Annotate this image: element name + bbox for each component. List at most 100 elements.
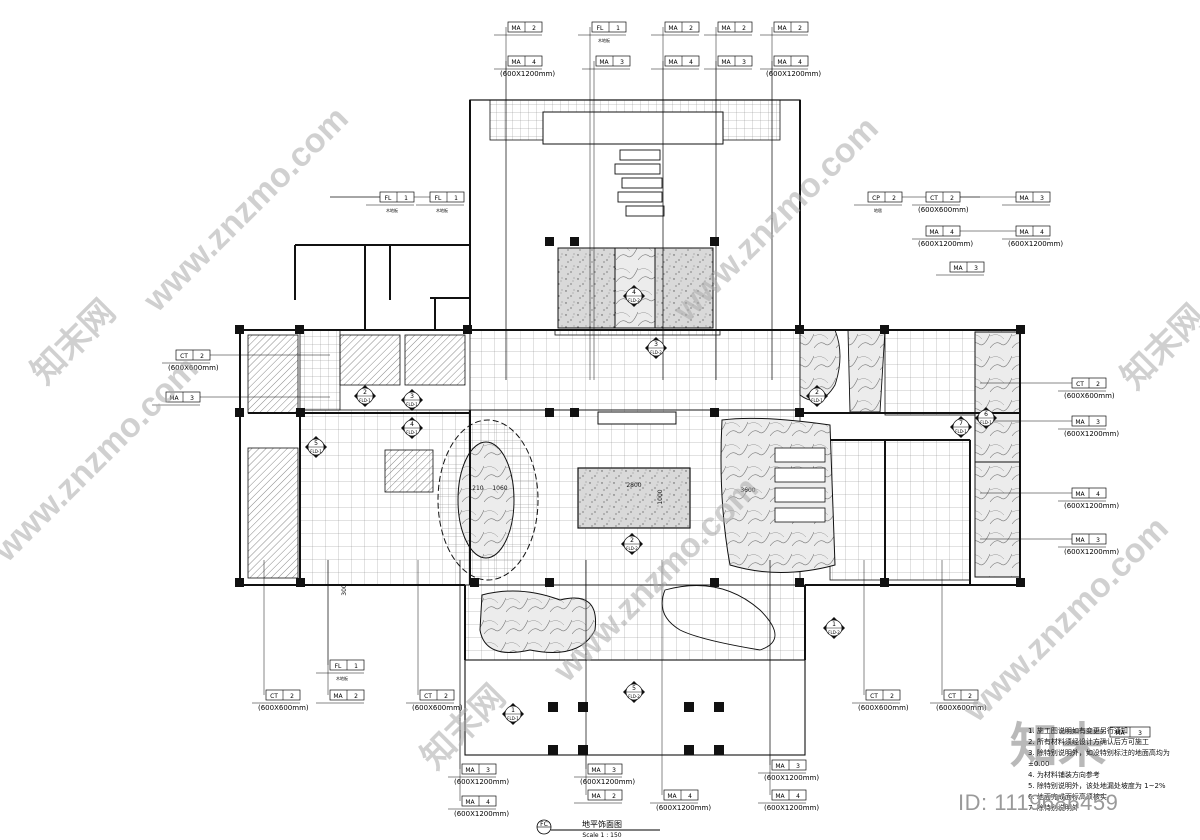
tag-code: MA bbox=[599, 59, 609, 66]
marker-number: 5 bbox=[632, 685, 636, 692]
structural-column bbox=[1016, 578, 1025, 587]
tag-number: 1 bbox=[404, 195, 408, 202]
tag-sub: 地毯 bbox=[874, 207, 882, 213]
tag-code: MA bbox=[668, 59, 678, 66]
structural-column bbox=[795, 578, 804, 587]
tag-size: (600X1200mm) bbox=[1008, 240, 1063, 248]
tag-code: FL bbox=[335, 663, 342, 670]
note-tag: MA 3 bbox=[1109, 726, 1151, 738]
stair-step bbox=[625, 205, 665, 217]
curved-panel bbox=[799, 329, 841, 402]
structural-column bbox=[463, 325, 472, 334]
central-table bbox=[577, 467, 691, 529]
marker-number: 3 bbox=[654, 341, 658, 348]
hatched-area bbox=[247, 447, 299, 579]
stair-step bbox=[619, 149, 661, 161]
dimension-label: 3600 bbox=[740, 487, 755, 494]
dimension-label: 300 bbox=[341, 584, 348, 596]
tag-size: (600X1200mm) bbox=[918, 240, 973, 248]
feature-panel bbox=[557, 247, 617, 329]
tag-number: 2 bbox=[354, 693, 358, 700]
entrance-porch bbox=[464, 659, 806, 756]
tag-size: (600X600mm) bbox=[1064, 392, 1115, 400]
tag-size: (600X1200mm) bbox=[1064, 502, 1119, 510]
structural-column bbox=[296, 578, 305, 587]
tag-number: 2 bbox=[689, 25, 693, 32]
tag-number: 4 bbox=[486, 799, 490, 806]
display-shelf bbox=[774, 487, 826, 503]
column bbox=[684, 702, 694, 712]
column bbox=[684, 745, 694, 755]
tag-size: (600X600mm) bbox=[412, 704, 463, 712]
note-line: 6. 地面完成面标高须核实 bbox=[1028, 793, 1107, 801]
tag-number: 3 bbox=[1040, 195, 1044, 202]
tag-size: (600X600mm) bbox=[918, 206, 969, 214]
marble-wall bbox=[974, 461, 1021, 578]
note-line: ±0.00 bbox=[1028, 760, 1050, 768]
tag-number: 3 bbox=[620, 59, 624, 66]
marker-ref: FLD-1 bbox=[406, 402, 418, 407]
title-text: 地平饰面图 bbox=[582, 819, 622, 829]
tag-number: 4 bbox=[796, 793, 800, 800]
tag-number: 3 bbox=[1138, 730, 1142, 737]
structural-column bbox=[545, 578, 554, 587]
marker-number: 4 bbox=[632, 289, 636, 296]
tag-size: (600X1200mm) bbox=[1064, 430, 1119, 438]
marker-number: 5 bbox=[314, 440, 318, 447]
tag-number: 1 bbox=[616, 25, 620, 32]
tag-code: MA bbox=[1115, 730, 1125, 737]
tag-number: 3 bbox=[612, 767, 616, 774]
oval-core bbox=[457, 441, 515, 559]
tag-number: 2 bbox=[890, 693, 894, 700]
tag-number: 2 bbox=[1096, 381, 1100, 388]
tag-code: MA bbox=[721, 59, 731, 66]
note-line: 1. 施工图说明如有变更另行通知 bbox=[1028, 727, 1128, 735]
tag-number: 3 bbox=[742, 59, 746, 66]
brand-mark: 知末 bbox=[1010, 718, 1107, 774]
material-tag: MA 3 bbox=[582, 55, 631, 70]
tag-number: 4 bbox=[1096, 491, 1100, 498]
tag-size: (600X1200mm) bbox=[656, 804, 711, 812]
title-block: FC 地平饰面图 Scale 1 : 150 bbox=[536, 819, 660, 839]
marker-number: 2 bbox=[815, 389, 819, 396]
tag-size: (600X1200mm) bbox=[764, 804, 819, 812]
tag-code: CP bbox=[872, 195, 880, 202]
hatched-area bbox=[339, 334, 401, 386]
tag-code: CT bbox=[424, 693, 432, 700]
tag-number: 2 bbox=[798, 25, 802, 32]
tag-number: 4 bbox=[798, 59, 802, 66]
tag-sub: 木地板 bbox=[336, 675, 348, 681]
tag-number: 4 bbox=[532, 59, 536, 66]
tag-code: CT bbox=[948, 693, 956, 700]
tag-number: 2 bbox=[444, 693, 448, 700]
general-notes: 1. 施工图说明如有变更另行通知 2. 所有材料须经设计方确认后方可施工 3. … bbox=[1028, 726, 1188, 814]
tag-size: (600X1200mm) bbox=[500, 70, 555, 78]
tag-size: (600X1200mm) bbox=[454, 810, 509, 818]
tag-code: MA bbox=[591, 793, 601, 800]
marker-ref: FLD-2 bbox=[650, 350, 662, 355]
column bbox=[578, 745, 588, 755]
structural-column bbox=[545, 408, 554, 417]
tag-number: 4 bbox=[950, 229, 954, 236]
marker-number: 1 bbox=[511, 707, 515, 714]
